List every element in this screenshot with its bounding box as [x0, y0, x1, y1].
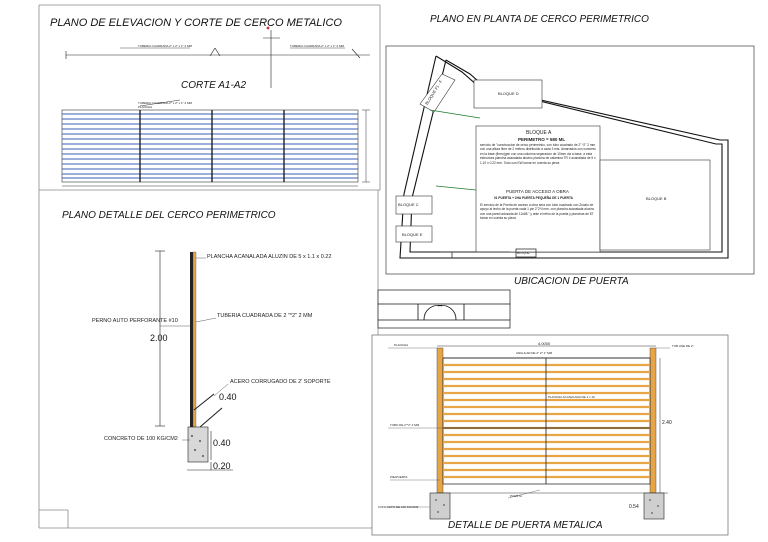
plan-bloque-gate: BLOQUE — [517, 251, 530, 255]
puerta-label-plancha: PLANCHA — [394, 343, 409, 347]
title-detalle-cerco: PLANO DETALLE DEL CERCO PERIMETRICO — [62, 210, 276, 221]
plan-panel — [385, 45, 755, 275]
cerco-label-tuberia: TUBERIA CUADRADA DE 2 "*2" 2 MM — [217, 313, 313, 319]
title-detalle-puerta: DETALLE DE PUERTA METALICA — [448, 520, 603, 531]
plan-bloque-a-sub: PERIMETRO = 580 ML — [518, 137, 566, 142]
plan-puerta-sub: 01 PUERTA + 2HA PUERTA PEQUEÑA DE 1 PUER… — [494, 196, 573, 200]
plan-bloque-b: BLOQUE B — [646, 196, 667, 201]
puerta-label-angulo: ANGULAR DE 2" 2* 1" MM — [516, 351, 553, 355]
plan-puerta-title: PUERTA DE ACCESO A OBRA — [506, 189, 569, 194]
elevation-drawing — [65, 30, 370, 88]
cerco-label-concreto: CONCRETO DE 100 KG/CM2 — [104, 436, 178, 442]
plan-bloque-e: BLOQUE E — [402, 232, 423, 237]
title-ubicacion: UBICACION DE PUERTA — [514, 276, 629, 287]
puerta-label-concreto: CONCRETO DE 100 KG/CM2 — [378, 505, 419, 509]
cerco-dim-200: 2.00 — [150, 333, 168, 343]
puerta-label-tubo-top: TUB USE DE 2" — [672, 344, 694, 348]
plan-bloque-a-title: BLOQUE A — [526, 130, 552, 136]
title-elevacion: PLANO DE ELEVACION Y CORTE DE CERCO META… — [50, 17, 342, 29]
elev-marker — [266, 26, 270, 30]
title-planta: PLANO EN PLANTA DE CERCO PERIMETRICO — [430, 14, 649, 25]
ubicacion-detail — [377, 289, 511, 329]
puerta-dim-ancho: 4.0000 — [538, 341, 551, 346]
cerco-label-acero: ACERO CORRUGADO DE 2' SOPORTE — [230, 379, 331, 385]
puerta-label-tubo-left: TUBO DE 2"*2" 2 MM — [390, 423, 420, 427]
plan-bloque-d: BLOQUE D — [498, 91, 519, 96]
puerta-label-puerta: PUERTA — [510, 494, 522, 498]
puerta-label-pie: PIE/PUERTA — [390, 475, 408, 479]
puerta-dim-alto: 2.40 — [662, 420, 672, 426]
plan-bloque-a-text: servicio de "construccion de cerco perim… — [480, 143, 597, 165]
cerco-dim-020: 0.20 — [213, 461, 231, 471]
cerco-label-perno: PERNO AUTO PERFORANTE #10 — [92, 318, 178, 324]
corte-label-plancha: PLANCHA — [138, 105, 153, 109]
plan-puerta-text: El servicio de la Puerta de acceso a obr… — [480, 203, 595, 221]
cerco-dim-040a: 0.40 — [219, 392, 237, 402]
cerco-dim-040b: 0.40 — [213, 438, 231, 448]
elev-label-tuberia2: TUBERIA CUADRADA 2" x 2" x 1" 2 MM — [290, 44, 345, 48]
corte-fence — [61, 99, 370, 187]
puerta-label-plancha-acan: PLANCHA ACANALADA DE 1 x 10 — [548, 395, 595, 399]
cerco-label-plancha: PLANCHA ACANALADA ALUZIN DE 5 x 1.1 x 0.… — [207, 254, 332, 260]
corte-label-tuberia: TUBERIA CUADRADA 2" x 2" x 1" 2 MM — [138, 101, 193, 105]
title-corte: CORTE A1-A2 — [181, 80, 247, 91]
cerco-detail — [155, 250, 233, 471]
puerta-dim-base: 0.54 — [629, 504, 639, 510]
plan-bloque-c: BLOQUE C — [398, 202, 419, 207]
elev-label-tuberia: TUBERIA CUADRADA 2" x 2" x 1" 2 MM — [138, 44, 193, 48]
puerta-panel — [371, 334, 729, 536]
